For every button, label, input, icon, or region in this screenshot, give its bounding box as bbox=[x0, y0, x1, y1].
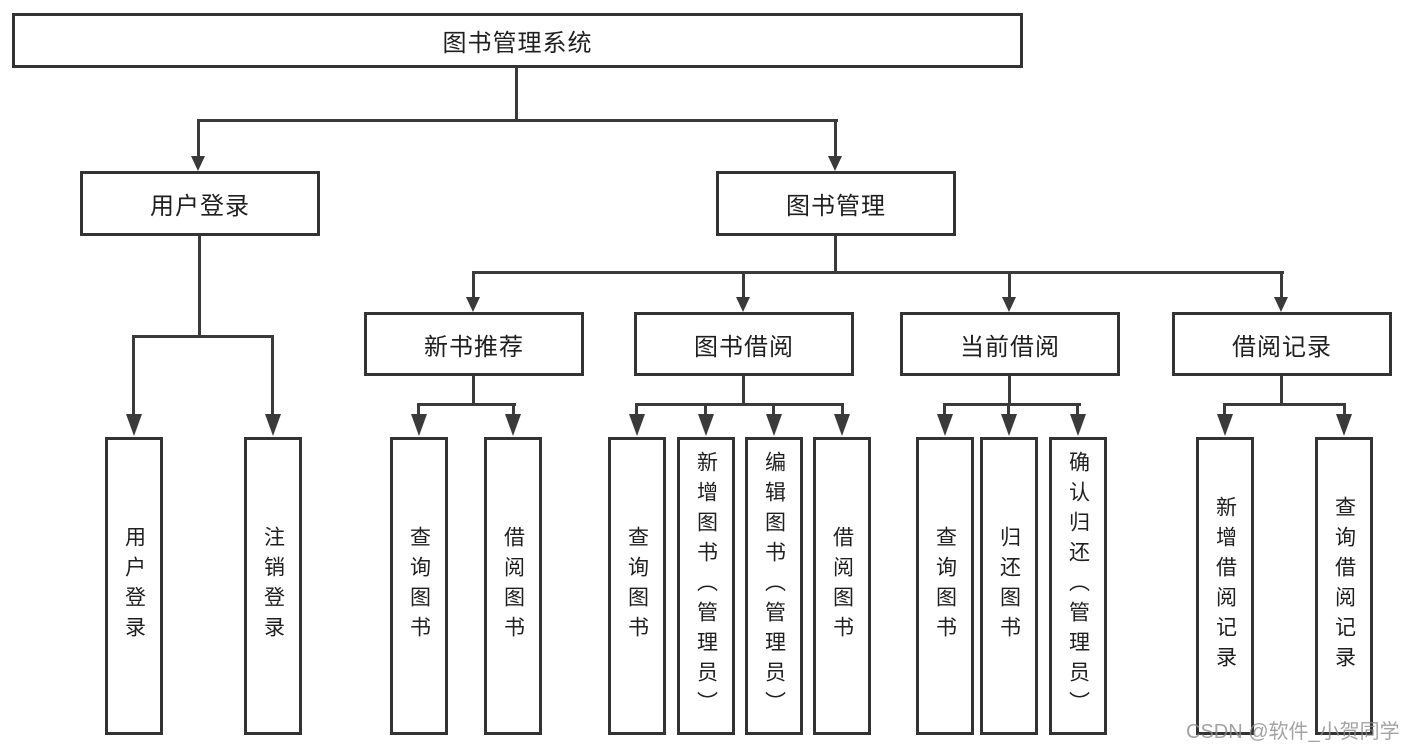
connector-recommend-bar bbox=[417, 403, 516, 406]
leaf-label: 查询借阅记录 bbox=[1332, 496, 1356, 676]
leaf-borrow-books-borrowing: 借阅图书 bbox=[813, 437, 871, 735]
node-user-login: 用户登录 bbox=[80, 171, 320, 236]
connector-drop bbox=[841, 403, 844, 416]
connector-level3-bar bbox=[472, 271, 1284, 274]
leaf-query-books-current: 查询图书 bbox=[916, 437, 974, 735]
leaf-edit-books-admin: 编辑图书（管理员） bbox=[745, 437, 803, 735]
leaf-label: 注销登录 bbox=[261, 526, 285, 646]
node-book-management: 图书管理 bbox=[716, 171, 956, 236]
arrow-down-icon bbox=[698, 414, 714, 436]
connector-drop bbox=[472, 271, 475, 299]
arrow-down-icon bbox=[1217, 414, 1233, 436]
arrow-down-icon bbox=[1002, 297, 1016, 312]
leaf-user-login: 用户登录 bbox=[105, 437, 163, 735]
leaf-label: 查询图书 bbox=[407, 526, 431, 646]
connector-drop bbox=[1076, 403, 1079, 416]
leaf-return-books: 归还图书 bbox=[980, 437, 1038, 735]
leaf-query-books-recommend: 查询图书 bbox=[390, 437, 448, 735]
connector-root-stub bbox=[515, 68, 518, 121]
arrow-down-icon bbox=[937, 414, 953, 436]
arrow-down-icon bbox=[411, 414, 427, 436]
arrow-down-icon bbox=[466, 297, 480, 312]
node-borrowing-records: 借阅记录 bbox=[1172, 312, 1392, 376]
leaf-query-books-borrowing: 查询图书 bbox=[608, 437, 666, 735]
connector-drop bbox=[943, 403, 946, 416]
connector-drop bbox=[742, 271, 745, 299]
leaf-label: 新增借阅记录 bbox=[1213, 496, 1237, 676]
arrow-down-icon bbox=[505, 414, 521, 436]
connector-drop bbox=[512, 403, 515, 416]
connector-drop bbox=[271, 335, 274, 415]
connector-borrowing-bar bbox=[635, 403, 844, 406]
connector-drop bbox=[772, 403, 775, 416]
connector-drop bbox=[1007, 403, 1010, 416]
connector-drop bbox=[1223, 403, 1226, 416]
leaf-label: 借阅图书 bbox=[830, 526, 854, 646]
arrow-down-icon bbox=[834, 414, 850, 436]
leaf-logout: 注销登录 bbox=[244, 437, 302, 735]
connector-recommend-stub bbox=[472, 376, 475, 405]
connector-drop bbox=[635, 403, 638, 416]
arrow-down-icon bbox=[191, 156, 205, 171]
connector-records-bar bbox=[1223, 403, 1346, 406]
leaf-label: 查询图书 bbox=[933, 526, 957, 646]
connector-drop bbox=[704, 403, 707, 416]
arrow-down-icon bbox=[1274, 297, 1288, 312]
leaf-label: 新增图书（管理员） bbox=[694, 451, 718, 721]
node-new-book-recommendation: 新书推荐 bbox=[364, 312, 584, 376]
connector-book-mgmt-stub bbox=[834, 236, 837, 274]
leaf-label: 查询图书 bbox=[625, 526, 649, 646]
arrow-down-icon bbox=[126, 414, 142, 436]
connector-user-login-stub bbox=[198, 236, 201, 337]
connector-drop bbox=[132, 335, 135, 415]
leaf-confirm-return-admin: 确认归还（管理员） bbox=[1049, 437, 1107, 735]
connector-user-login-bar bbox=[132, 335, 274, 338]
connector-level2-bar bbox=[197, 119, 838, 122]
connector-drop bbox=[417, 403, 420, 416]
leaf-label: 确认归还（管理员） bbox=[1066, 451, 1090, 721]
connector-current-stub bbox=[1008, 376, 1011, 405]
connector-drop bbox=[1343, 403, 1346, 416]
arrow-down-icon bbox=[766, 414, 782, 436]
arrow-down-icon bbox=[736, 297, 750, 312]
connector-borrowing-stub bbox=[742, 376, 745, 405]
leaf-borrow-books-recommend: 借阅图书 bbox=[484, 437, 542, 735]
arrow-down-icon bbox=[265, 414, 281, 436]
leaf-label: 用户登录 bbox=[122, 526, 146, 646]
connector-drop bbox=[1008, 271, 1011, 299]
leaf-label: 编辑图书（管理员） bbox=[762, 451, 786, 721]
arrow-down-icon bbox=[1001, 414, 1017, 436]
node-current-borrowing: 当前借阅 bbox=[900, 312, 1120, 376]
arrow-down-icon bbox=[828, 156, 842, 171]
arrow-down-icon bbox=[1336, 414, 1352, 436]
node-book-borrowing: 图书借阅 bbox=[634, 312, 854, 376]
connector-drop bbox=[1280, 271, 1283, 299]
leaf-label: 借阅图书 bbox=[501, 526, 525, 646]
leaf-add-books-admin: 新增图书（管理员） bbox=[677, 437, 735, 735]
connector-drop bbox=[197, 119, 200, 158]
leaf-label: 归还图书 bbox=[997, 526, 1021, 646]
connector-drop bbox=[834, 119, 837, 158]
connector-current-bar bbox=[943, 403, 1081, 406]
arrow-down-icon bbox=[629, 414, 645, 436]
leaf-query-borrow-record: 查询借阅记录 bbox=[1315, 437, 1373, 735]
arrow-down-icon bbox=[1070, 414, 1086, 436]
connector-records-stub bbox=[1280, 376, 1283, 405]
csdn-watermark: CSDN @软件_小贺同学 bbox=[1186, 721, 1400, 743]
leaf-add-borrow-record: 新增借阅记录 bbox=[1196, 437, 1254, 735]
node-system-root: 图书管理系统 bbox=[12, 13, 1023, 68]
